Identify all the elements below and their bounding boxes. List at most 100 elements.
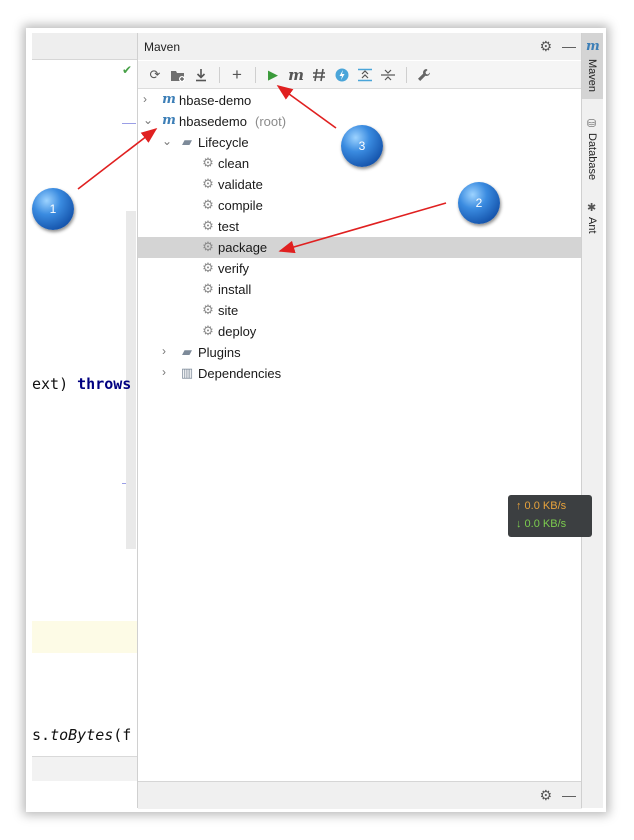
chevron-right-icon[interactable]: ›	[143, 92, 147, 106]
chevron-right-icon[interactable]: ›	[162, 365, 166, 379]
callout-2: 2	[458, 182, 500, 224]
collapse-all-icon[interactable]	[377, 64, 399, 86]
editor-scrollbar[interactable]	[126, 211, 136, 549]
tool-tab-label: Database	[586, 133, 598, 181]
tool-tab-label: Maven	[586, 59, 598, 93]
upload-speed: ↑ 0.0 KB/s	[516, 500, 567, 512]
tree-item-deploy[interactable]: ⚙ deploy	[138, 321, 582, 342]
download-speed: ↓ 0.0 KB/s	[516, 518, 567, 530]
gear-icon: ⚙	[202, 260, 214, 275]
network-speed-widget: ↑ 0.0 KB/s ↓ 0.0 KB/s	[508, 495, 592, 537]
code-line: s.toBytes(f	[32, 726, 131, 744]
tool-tab-label: Ant	[586, 217, 598, 234]
tree-item-label: compile	[218, 198, 263, 213]
tool-tab-ant[interactable]: ✱ Ant	[582, 199, 603, 243]
lightning-icon[interactable]	[331, 64, 353, 86]
folder-gear-icon: ▰	[182, 134, 192, 149]
maven-module-icon: m	[162, 113, 176, 128]
gear-icon: ⚙	[202, 323, 214, 338]
tree-item-label: verify	[218, 261, 250, 276]
tree-item-suffix: (root)	[255, 114, 287, 129]
expand-all-icon[interactable]	[354, 64, 376, 86]
tree-item-plugins[interactable]: › ▰ Plugins	[138, 342, 582, 363]
folder-gear-icon: ▰	[182, 344, 192, 359]
add-folder-icon[interactable]	[167, 64, 189, 86]
tree-item-label: install	[218, 282, 252, 297]
settings-gear-icon[interactable]: ⚙	[539, 787, 552, 803]
chevron-down-icon[interactable]: ⌄	[143, 113, 154, 127]
tree-item-dependencies[interactable]: › ▥ Dependencies	[138, 363, 582, 384]
reload-icon[interactable]: ⟳	[149, 66, 161, 82]
tree-item-label: Dependencies	[198, 366, 282, 381]
callout-1: 1	[32, 188, 74, 230]
minimize-icon[interactable]: —	[562, 787, 576, 803]
gear-icon: ⚙	[202, 197, 214, 212]
database-icon: ⛁	[587, 118, 597, 130]
toolbar-separator	[255, 66, 256, 83]
tree-item-lifecycle[interactable]: ⌄ ▰ Lifecycle	[138, 132, 582, 153]
code-text: ext)	[32, 375, 78, 393]
skip-tests-icon[interactable]	[308, 64, 330, 86]
code-line: ext) throws	[32, 375, 131, 393]
maven-footer: ⚙ —	[138, 781, 582, 809]
tree-item-label: Plugins	[198, 345, 241, 360]
gear-icon: ⚙	[202, 281, 214, 296]
tree-item-install[interactable]: ⚙ install	[138, 279, 582, 300]
plus-icon[interactable]: +	[232, 64, 242, 84]
tree-item-label: Lifecycle	[198, 135, 249, 150]
toolbar-separator	[406, 66, 407, 83]
code-method: toBytes	[50, 726, 114, 744]
tree-item-label: validate	[218, 177, 263, 192]
wrench-icon[interactable]	[413, 64, 435, 86]
chevron-down-icon[interactable]: ⌄	[162, 134, 173, 148]
callout-3: 3	[341, 125, 383, 167]
tree-item-site[interactable]: ⚙ site	[138, 300, 582, 321]
tree-item-validate[interactable]: ⚙ validate	[138, 174, 582, 195]
tree-item-verify[interactable]: ⚙ verify	[138, 258, 582, 279]
maven-toolbar: ⟳ + ▶ m	[138, 61, 582, 89]
tree-item-label: site	[218, 303, 239, 318]
ant-icon: ✱	[587, 202, 597, 214]
tool-tab-maven[interactable]: m Maven	[582, 33, 603, 99]
tree-item-package[interactable]: ⚙ package	[138, 237, 582, 258]
minimize-icon[interactable]: —	[562, 38, 576, 54]
dependencies-icon: ▥	[180, 365, 194, 380]
toolbar-separator	[219, 66, 220, 83]
editor-tab-bar	[32, 33, 137, 60]
highlighted-line	[32, 621, 137, 653]
gear-icon: ⚙	[202, 176, 214, 191]
chevron-right-icon[interactable]: ›	[162, 344, 166, 358]
download-icon[interactable]	[190, 64, 212, 86]
tree-item-clean[interactable]: ⚙ clean	[138, 153, 582, 174]
tree-item-label: deploy	[218, 324, 257, 339]
m-icon[interactable]: m	[288, 65, 304, 84]
tree-item-label: hbasedemo	[179, 114, 247, 129]
tree-item-compile[interactable]: ⚙ compile	[138, 195, 582, 216]
gutter-mark	[122, 123, 136, 124]
tree-item-label: hbase-demo	[179, 93, 252, 108]
maven-icon: m	[586, 39, 600, 54]
code-editor[interactable]: ✔ ext) throws s.toBytes(f	[32, 33, 137, 808]
tool-tab-database[interactable]: ⛁ Database	[582, 113, 603, 193]
code-text: (f	[113, 726, 132, 744]
maven-panel: Maven ⚙ — ⟳ + ▶ m	[137, 33, 582, 809]
right-tool-strip: m Maven ⛁ Database ✱ Ant	[581, 33, 603, 808]
gear-icon: ⚙	[202, 218, 214, 233]
gear-icon: ⚙	[202, 302, 214, 317]
maven-module-icon: m	[162, 92, 176, 107]
run-icon[interactable]: ▶	[268, 66, 278, 82]
gear-icon: ⚙	[202, 239, 214, 254]
maven-title: Maven	[144, 40, 181, 54]
tree-item-label: package	[218, 240, 268, 255]
tree-item-test[interactable]: ⚙ test	[138, 216, 582, 237]
maven-header: Maven ⚙ —	[138, 33, 582, 60]
gear-icon: ⚙	[202, 155, 214, 170]
code-keyword: throws	[77, 375, 132, 393]
tree-item-label: test	[218, 219, 239, 234]
settings-gear-icon[interactable]: ⚙	[539, 38, 552, 54]
code-text: s.	[32, 726, 51, 744]
inspection-ok-icon: ✔	[122, 63, 133, 77]
editor-bottom-strip	[32, 756, 137, 781]
tree-item-label: clean	[218, 156, 250, 171]
